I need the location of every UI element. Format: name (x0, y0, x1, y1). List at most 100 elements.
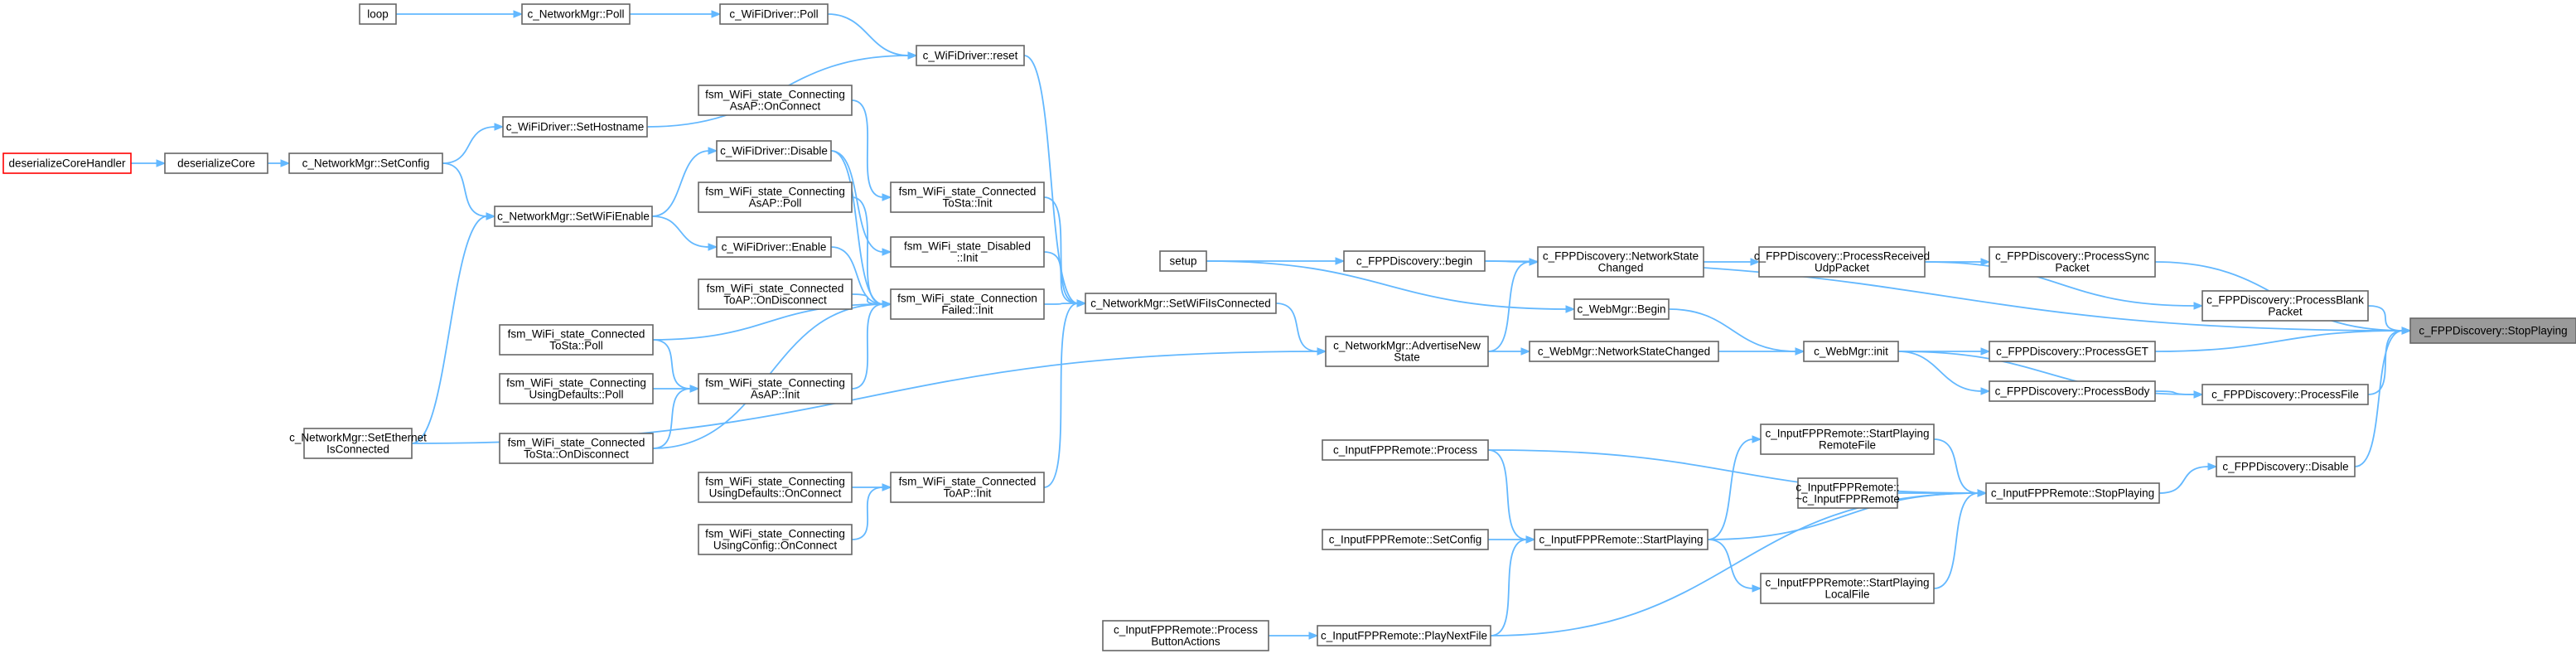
node-box (1343, 250, 1486, 272)
node-label: fsm_WiFi_state_Connected (899, 186, 1037, 198)
edge-arrowhead (156, 159, 167, 167)
call-edge (2158, 466, 2210, 494)
edge-arrowhead (1750, 258, 1761, 266)
node-process-body[interactable]: c_FPPDiscovery::ProcessBody (1989, 380, 2156, 402)
node-process-file[interactable]: c_FPPDiscovery::ProcessFile (2201, 384, 2369, 405)
node-set-wi-fi-is-connected[interactable]: c_NetworkMgr::SetWiFiIsConnected (1085, 293, 1277, 314)
node-connecting-using-defaults-on-connect[interactable]: fsm_WiFi_state_ConnectingUsingDefaults::… (698, 472, 853, 503)
node-deserialize-core[interactable]: deserializeCore (164, 152, 268, 174)
node-connecting-using-defaults-poll[interactable]: fsm_WiFi_state_ConnectingUsingDefaults::… (499, 373, 654, 404)
node-label: fsm_WiFi_state_Connected (899, 476, 1037, 488)
node-wifi-driver-enable[interactable]: c_WiFiDriver::Enable (716, 236, 832, 258)
node-label: fsm_WiFi_state_Connected (707, 283, 844, 295)
node-label: c_NetworkMgr::SetEthernet (289, 432, 427, 444)
edge-arrowhead (1525, 535, 1536, 544)
node-stop-playing[interactable]: c_FPPDiscovery::StopPlaying (2409, 317, 2576, 344)
node-set-hostname[interactable]: c_WiFiDriver::SetHostname (502, 116, 648, 138)
node-label: c_WebMgr::NetworkStateChanged (1538, 346, 1710, 358)
node-label: c_FPPDiscovery::ProcessSync (1995, 250, 2149, 263)
node-label: c_InputFPPRemote::Process (1333, 444, 1477, 457)
node-box (1760, 573, 1935, 604)
node-box (698, 472, 853, 503)
node-label: fsm_WiFi_state_Connected (508, 328, 645, 341)
node-remote-destructor[interactable]: c_InputFPPRemote::~c_InputFPPRemote (1795, 477, 1900, 509)
node-web-mgr-init[interactable]: c_WebMgr::init (1803, 341, 1899, 362)
node-remote-process[interactable]: c_InputFPPRemote::Process (1322, 439, 1489, 461)
node-remote-start-playing[interactable]: c_InputFPPRemote::StartPlaying (1534, 529, 1708, 550)
node-label: RemoteFile (1819, 439, 1876, 452)
node-deserialize-core-handler[interactable]: deserializeCoreHandler (2, 152, 132, 174)
node-connected-to-ap-on-disconnect[interactable]: fsm_WiFi_state_ConnectedToAP::OnDisconne… (698, 278, 853, 310)
node-disabled-init[interactable]: fsm_WiFi_state_Disabled::Init (890, 236, 1045, 268)
node-box (1760, 424, 1935, 455)
node-network-mgr-poll[interactable]: c_NetworkMgr::Poll (521, 3, 631, 25)
node-box (499, 433, 654, 464)
call-edge (1043, 303, 1079, 488)
call-edge (1707, 539, 1754, 589)
node-setup[interactable]: setup (1159, 250, 1207, 272)
node-play-next-file[interactable]: c_InputFPPRemote::PlayNextFile (1317, 625, 1491, 646)
node-remote-stop-playing[interactable]: c_InputFPPRemote::StopPlaying (1985, 482, 2160, 504)
node-box (499, 373, 654, 404)
node-box (916, 45, 1025, 66)
node-label: fsm_WiFi_state_Connecting (705, 186, 845, 198)
node-wifi-driver-disable[interactable]: c_WiFiDriver::Disable (716, 140, 832, 162)
node-fpp-begin[interactable]: c_FPPDiscovery::begin (1343, 250, 1486, 272)
node-box (2201, 384, 2369, 405)
node-box (164, 152, 268, 174)
edge-arrowhead (2207, 462, 2218, 471)
node-label: ~c_InputFPPRemote (1795, 493, 1900, 506)
node-label: c_InputFPPRemote::PlayNextFile (1321, 630, 1487, 642)
node-label: c_InputFPPRemote::Process (1114, 624, 1258, 637)
node-network-state-changed[interactable]: c_FPPDiscovery::NetworkStateChanged (1537, 246, 1704, 278)
node-box (303, 428, 413, 459)
node-label: fsm_WiFi_state_Connected (508, 437, 645, 449)
node-process-g-e-t[interactable]: c_FPPDiscovery::ProcessGET (1989, 341, 2156, 362)
call-edge (1933, 438, 1979, 494)
node-label: c_InputFPPRemote::SetConfig (1329, 534, 1482, 546)
node-web-mgr-network-state-changed[interactable]: c_WebMgr::NetworkStateChanged (1529, 341, 1719, 362)
node-remote-set-config[interactable]: c_InputFPPRemote::SetConfig (1322, 529, 1489, 550)
node-disable[interactable]: c_FPPDiscovery::Disable (2216, 456, 2356, 477)
node-set-wi-fi-enable[interactable]: c_NetworkMgr::SetWiFiEnable (494, 206, 653, 227)
call-edge (411, 215, 488, 444)
node-box (1758, 246, 1926, 278)
node-connecting-using-config-on-connect[interactable]: fsm_WiFi_state_ConnectingUsingConfig::On… (698, 524, 853, 555)
node-connected-to-sta-on-disconnect[interactable]: fsm_WiFi_state_ConnectedToSta::OnDisconn… (499, 433, 654, 464)
node-box (1537, 246, 1704, 278)
node-label: fsm_WiFi_state_Disabled (904, 240, 1031, 253)
call-edge (442, 126, 496, 164)
edge-arrowhead (486, 212, 496, 220)
call-edge (1668, 308, 1797, 352)
edge-arrowhead (1980, 387, 1991, 395)
node-box (1325, 336, 1489, 367)
node-label: UsingConfig::OnConnect (713, 540, 838, 552)
node-web-mgr-begin[interactable]: c_WebMgr::Begin (1573, 298, 1670, 320)
node-set-config[interactable]: c_NetworkMgr::SetConfig (288, 152, 443, 174)
node-label: ::Init (957, 252, 979, 264)
node-wifi-driver-reset[interactable]: c_WiFiDriver::reset (916, 45, 1025, 66)
node-box (1102, 620, 1269, 651)
node-label: ToAP::OnDisconnect (723, 294, 827, 307)
node-loop[interactable]: loop (359, 3, 397, 25)
node-label: fsm_WiFi_state_Connection (897, 293, 1037, 305)
node-label: deserializeCore (177, 157, 255, 170)
call-edge (1897, 351, 1983, 392)
edge-arrowhead (494, 123, 505, 131)
node-wifi-driver-poll[interactable]: c_WiFiDriver::Poll (719, 3, 829, 25)
